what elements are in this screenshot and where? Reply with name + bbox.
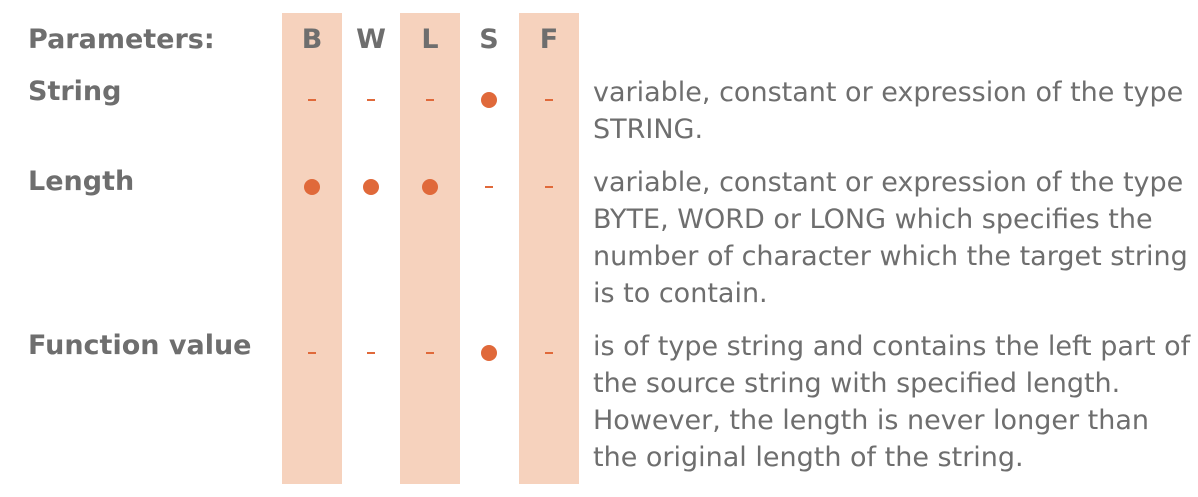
dash-icon <box>545 186 553 188</box>
mark-string-w <box>341 90 401 110</box>
description-string: variable, constant or expression of the … <box>593 77 1184 145</box>
description-length: variable, constant or expression of the … <box>593 167 1188 309</box>
mark-function-value-s <box>459 343 519 363</box>
description-function-value: is of type string and contains the left … <box>593 331 1191 473</box>
column-header-w: W <box>356 24 386 55</box>
mark-string-f <box>519 90 579 110</box>
mark-length-l <box>400 177 460 197</box>
mark-function-value-l <box>400 343 460 363</box>
bullet-dot-icon <box>363 179 379 195</box>
bullet-dot-icon <box>481 92 497 108</box>
dash-icon <box>485 186 493 188</box>
dash-icon <box>545 352 553 354</box>
mark-function-value-b <box>282 343 342 363</box>
dash-icon <box>426 352 434 354</box>
dash-icon <box>308 352 316 354</box>
mark-length-s <box>459 177 519 197</box>
mark-string-s <box>459 90 519 110</box>
bullet-dot-icon <box>304 179 320 195</box>
column-band-f <box>519 13 579 484</box>
mark-string-l <box>400 90 460 110</box>
mark-length-w <box>341 177 401 197</box>
column-header-f: F <box>539 24 559 55</box>
column-header-s: S <box>479 24 499 55</box>
row-label-function-value: Function value <box>28 330 252 361</box>
dash-icon <box>308 99 316 101</box>
bullet-dot-icon <box>422 179 438 195</box>
column-band-l <box>400 13 460 484</box>
mark-function-value-w <box>341 343 401 363</box>
dash-icon <box>367 352 375 354</box>
dash-icon <box>367 99 375 101</box>
mark-length-f <box>519 177 579 197</box>
dash-icon <box>426 99 434 101</box>
dash-icon <box>545 99 553 101</box>
row-label-length: Length <box>28 166 135 197</box>
column-header-l: L <box>421 24 439 55</box>
bullet-dot-icon <box>481 345 497 361</box>
mark-function-value-f <box>519 343 579 363</box>
row-label-string: String <box>28 76 122 107</box>
column-header-b: B <box>301 24 323 55</box>
parameters-heading: Parameters: <box>28 24 215 55</box>
mark-string-b <box>282 90 342 110</box>
column-band-b <box>282 13 342 484</box>
mark-length-b <box>282 177 342 197</box>
